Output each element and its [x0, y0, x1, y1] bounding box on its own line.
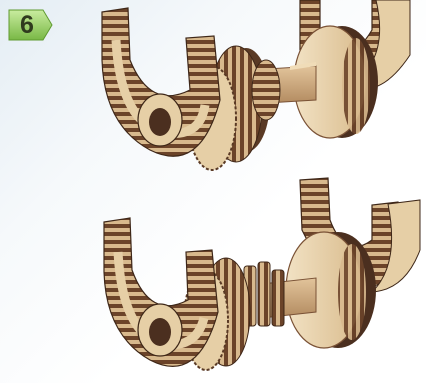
left-u-bracket-2 [104, 218, 218, 366]
left-u-bracket [102, 8, 220, 156]
assembly-gears-detached [104, 178, 420, 370]
assembly-gears-meshed [102, 0, 410, 170]
